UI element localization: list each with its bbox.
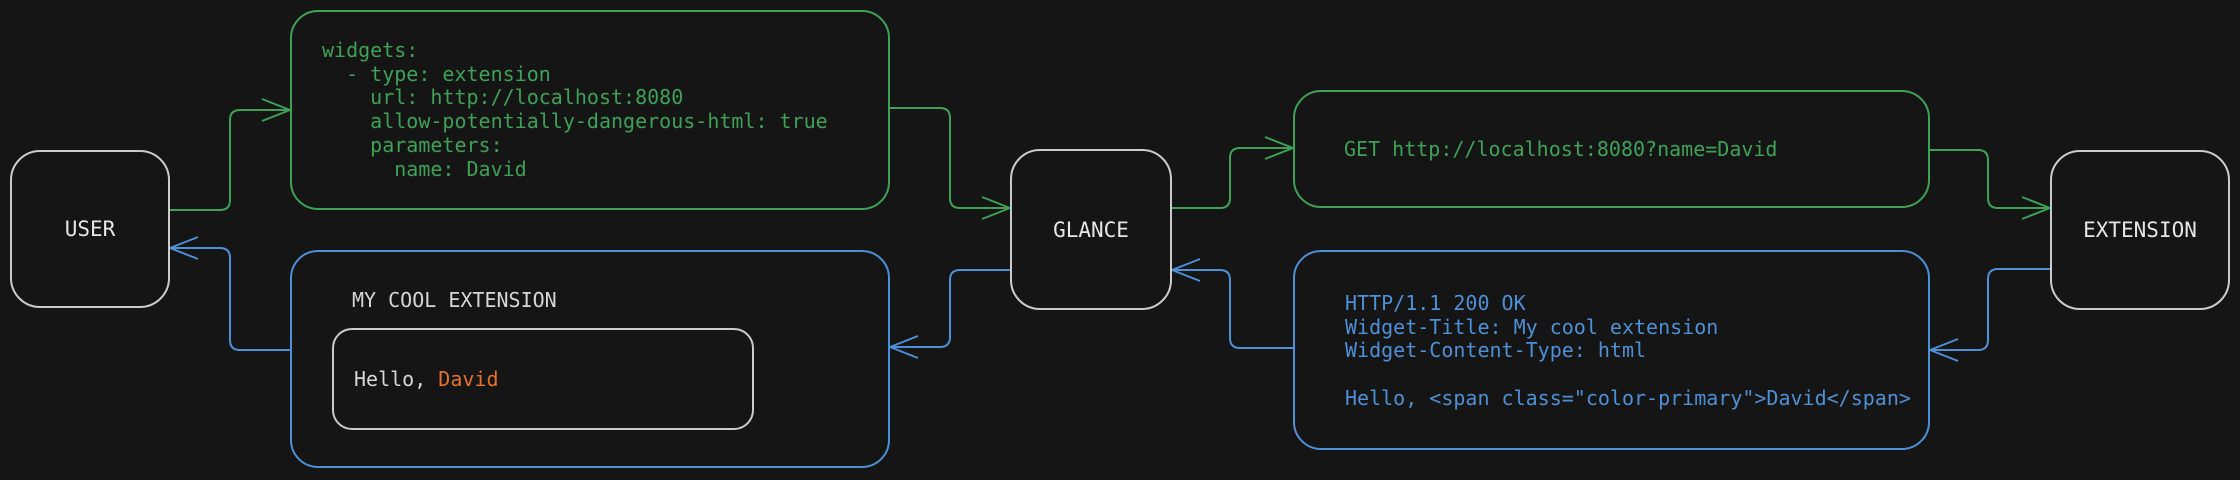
arrowhead-into-user <box>169 236 199 260</box>
flow-config-to-glance <box>890 107 1008 209</box>
yaml-config-line: allow-potentially-dangerous-html: true <box>322 109 828 134</box>
yaml-config-line: url: http://localhost:8080 <box>322 85 684 110</box>
http-request-line: GET http://localhost:8080?name=David <box>1344 137 1778 161</box>
http-response-line: Hello, <span class="color-primary">David… <box>1345 385 1911 410</box>
widget-card: Hello, David <box>332 328 754 430</box>
yaml-config-line: name: David <box>322 156 527 181</box>
http-response-line: HTTP/1.1 200 OK <box>1345 291 1526 315</box>
extension-node: EXTENSION <box>2050 150 2230 310</box>
user-node-label: USER <box>64 217 116 241</box>
flow-glance-to-widget <box>892 269 1010 348</box>
user-node: USER <box>10 150 170 308</box>
widget-greeting-name: David <box>438 367 499 391</box>
widget-greeting-prefix: Hello, <box>354 367 439 391</box>
flow-widget-to-user <box>172 247 290 351</box>
flow-request-to-extension <box>1930 149 2048 209</box>
flow-glance-to-request <box>1172 147 1291 209</box>
http-request-box: GET http://localhost:8080?name=David <box>1293 90 1930 208</box>
flow-response-to-glance <box>1174 269 1293 349</box>
yaml-config-line: widgets: <box>322 38 419 62</box>
flow-user-to-config <box>170 109 288 211</box>
extension-node-label: EXTENSION <box>2083 218 2197 242</box>
glance-node-label: GLANCE <box>1053 217 1129 242</box>
yaml-config-box: widgets: - type: extension url: http://l… <box>290 10 890 210</box>
rendered-widget-box: MY COOL EXTENSION Hello, David <box>290 250 890 468</box>
http-response-line: Widget-Content-Type: html <box>1345 338 1647 363</box>
glance-node: GLANCE <box>1010 149 1172 310</box>
widget-title: MY COOL EXTENSION <box>352 288 557 312</box>
http-response-line <box>1345 363 1928 387</box>
arrowhead-into-widget <box>889 335 919 359</box>
arrowhead-into-glance-right <box>1171 258 1201 282</box>
yaml-config-line: - type: extension <box>322 61 551 86</box>
flow-extension-to-response <box>1932 268 2050 351</box>
http-response-line: Widget-Title: My cool extension <box>1345 314 1719 339</box>
yaml-config-line: parameters: <box>322 132 503 157</box>
http-response-box: HTTP/1.1 200 OK Widget-Title: My cool ex… <box>1293 250 1930 450</box>
arrowhead-into-response <box>1929 338 1959 362</box>
